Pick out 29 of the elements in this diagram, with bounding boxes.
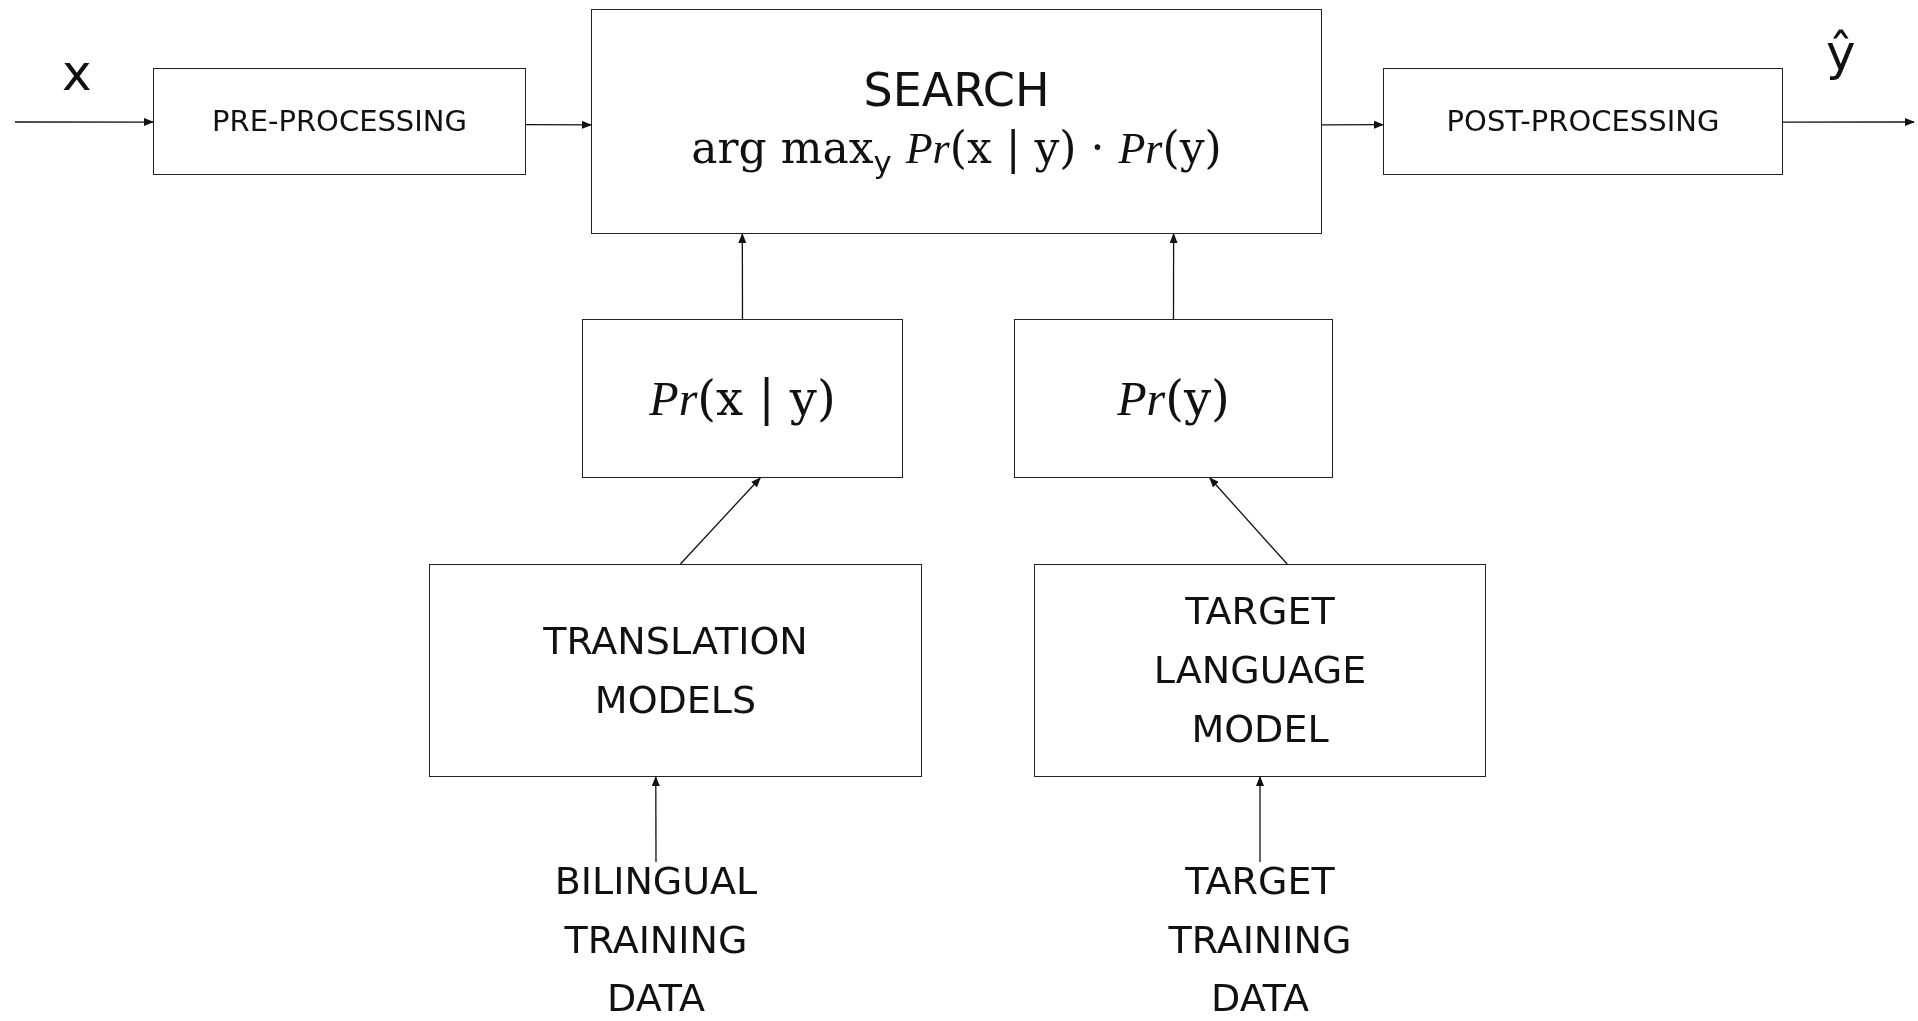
box-label: POST-PROCESSING: [1446, 103, 1720, 140]
process-box: [1014, 319, 1333, 478]
arrow: [1782, 118, 1915, 126]
process-box: [591, 9, 1322, 234]
input-symbol: x: [62, 48, 92, 98]
arrow: [1256, 776, 1264, 863]
formula: arg max$_{y}$ Pr(x | y) · Pr(y): [691, 120, 1222, 181]
box-label: TARGET LANGUAGE MODEL: [1152, 588, 1368, 753]
process-box: [429, 564, 922, 777]
box-label: PRE-PROCESSING: [212, 103, 467, 140]
output-symbol: ŷ: [1826, 28, 1856, 78]
formula: Pr(x | y): [649, 369, 836, 428]
arrow: [14, 118, 154, 127]
process-box: [1383, 68, 1783, 175]
arrow: [651, 776, 660, 863]
arrow: [525, 120, 592, 129]
input-label: BILINGUAL TRAINING DATA: [553, 857, 759, 1021]
process-box: [1034, 564, 1486, 777]
formula: Pr(y): [1117, 369, 1230, 428]
arrow: [1321, 120, 1384, 129]
arrow: [738, 233, 747, 320]
box-label: SEARCH: [863, 62, 1050, 120]
input-label: TARGET TRAINING DATA: [1167, 857, 1353, 1021]
arrow: [1209, 477, 1288, 565]
arrow: [679, 477, 761, 565]
process-box: [582, 319, 903, 478]
process-box: [153, 68, 526, 175]
box-label: TRANSLATION MODELS: [542, 617, 809, 724]
arrow: [1169, 233, 1178, 320]
